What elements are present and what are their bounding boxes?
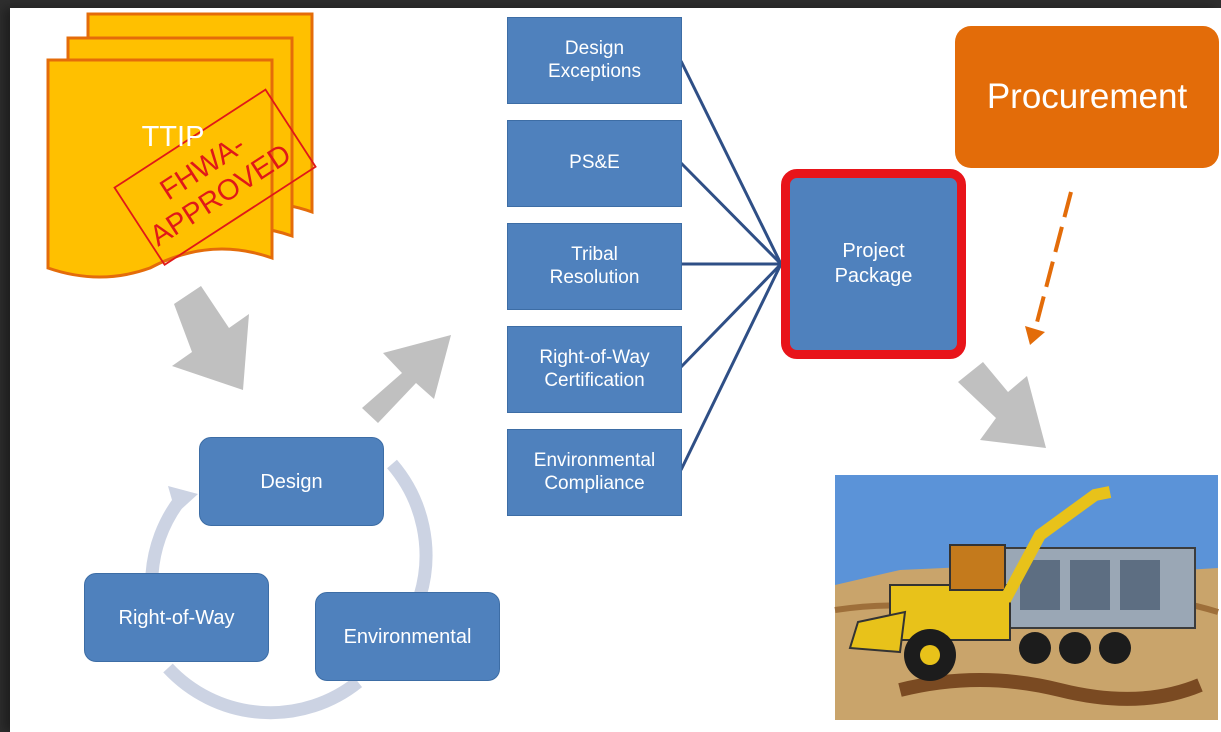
fhwa-approved-stamp: [113, 88, 317, 267]
gray-flow-arrows: [172, 286, 1046, 448]
cycle-arrow-design-to-environmental: [387, 459, 433, 598]
construction-image: [834, 475, 1219, 720]
right-of-way-box: Right-of-Way: [84, 573, 269, 662]
project-package-box: Project Package: [781, 169, 966, 359]
project-package-label: Project Package: [834, 240, 913, 287]
ttip-title: TTIP: [141, 121, 205, 154]
tribal-resolution-box: Tribal Resolution: [507, 223, 682, 310]
arrow-ttip-to-design: [172, 286, 249, 390]
environmental-compliance-box: Environmental Compliance: [507, 429, 682, 516]
pse-box: PS&E: [507, 120, 682, 207]
environmental-box: Environmental: [315, 592, 500, 681]
arrow-package-to-construction: [958, 362, 1046, 448]
cycle-arrowhead-icon: [168, 486, 198, 514]
design-box: Design: [199, 437, 384, 526]
procurement-dashed-arrow: [1025, 191, 1073, 345]
cycle-arrow-environmental-to-row: [163, 663, 363, 720]
arrow-cycle-to-requirements: [362, 335, 451, 423]
procurement-box: Procurement: [955, 26, 1219, 168]
ttip-document-stack: [46, 12, 314, 279]
right-of-way-certification-box: Right-of-Way Certification: [507, 326, 682, 413]
design-exceptions-box: Design Exceptions: [507, 17, 682, 104]
requirement-connectors: [679, 60, 783, 471]
